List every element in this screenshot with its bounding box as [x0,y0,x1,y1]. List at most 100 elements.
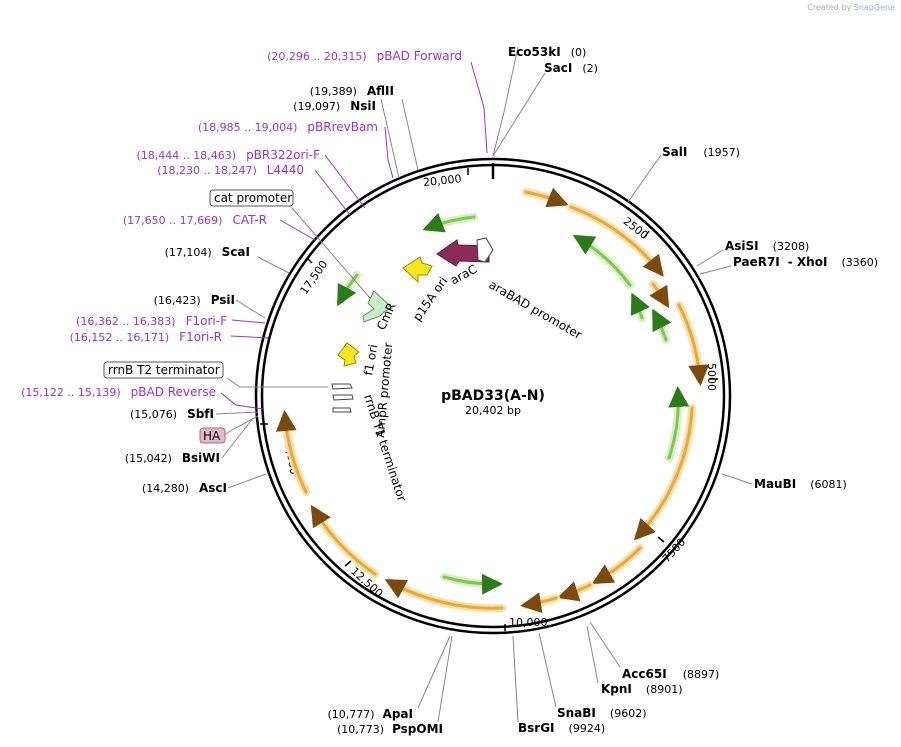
plasmid-length: 20,402 bp [465,404,521,417]
orf-arc[interactable] [677,303,710,386]
p15a-ori-arrow[interactable] [402,256,433,284]
credit-prefix: Created by [807,3,852,12]
rrnb-t2-terminator-box[interactable]: rrnB T2 terminator [103,361,224,379]
plasmid-name: pBAD33(A-N) [441,388,545,404]
enzyme-kpni[interactable]: KpnI(8901) [601,682,682,696]
enzyme-paer7i-xhoi[interactable]: PaeR7I- XhoI(3360) [733,255,878,269]
rrnb-t1-arrow[interactable] [332,407,352,413]
primer-position: (18,230 .. 18,247) [157,164,257,177]
enzyme-position: (2) [582,62,598,75]
enzyme-eco53ki[interactable]: Eco53kI(0) [508,45,586,59]
leader-line [512,635,519,723]
orf-arc[interactable] [520,592,558,614]
rrnb-t2-terminator-label: rrnB T2 terminator [108,363,220,377]
primer-position: (17,650 .. 17,669) [123,214,223,227]
enzyme-name: SalI [662,145,687,159]
enzyme-position: (15,076) [130,408,177,421]
enzyme-position: (17,104) [165,246,212,259]
enzyme-asci[interactable]: (14,280)AscI [142,481,227,495]
snapgene-logo-text: SnapGene [853,3,895,12]
green-arc[interactable] [422,212,476,233]
orf-arc[interactable] [591,546,642,584]
enzyme-name: PaeR7I [733,255,780,269]
enzyme-name: PspOMI [392,722,443,736]
primer-l4440[interactable]: (18,230 .. 18,247) L4440 [157,163,304,177]
green-arc[interactable] [337,273,359,307]
enzyme-apai[interactable]: (10,777) ApaI [327,707,413,721]
enzyme-position: (0) [571,46,587,59]
enzyme-position: (1957) [703,146,740,159]
leader-line [380,98,400,179]
enzyme-saci[interactable]: SacI(2) [544,61,598,75]
enzyme-position: (8897) [683,668,720,681]
enzyme-position: (3208) [773,240,810,253]
enzyme-snabi[interactable]: SnaBI(9602) [557,706,646,720]
orf-arc[interactable] [649,282,670,309]
enzyme-nsii[interactable]: (19,097) NsiI [293,99,376,113]
primer-pbrrevbam[interactable]: (18,985 .. 19,004)pBRrevBam [198,120,378,134]
cmr-arrow[interactable] [362,290,393,323]
enzyme-name: KpnI [601,682,632,696]
rrnb-t2b-arrow[interactable] [332,394,354,401]
orf-arc[interactable] [384,579,504,610]
enzyme-sali[interactable]: SalI (1957) [662,145,740,159]
orf-arc[interactable] [557,581,592,602]
primer-f1ori-r[interactable]: (16,152 .. 16,171)F1ori-R [70,330,222,344]
enzyme-acc65i[interactable]: Acc65I(8897) [622,667,719,681]
green-arc[interactable] [630,292,650,320]
green-features [336,212,690,595]
primer-name: F1ori-R [179,330,222,344]
green-arc[interactable] [442,573,503,595]
enzyme-scai[interactable]: (17,104) ScaI [165,245,250,259]
primer-leader [470,61,488,154]
primer-pbad-forward[interactable]: (20,296 .. 20,315)pBAD Forward [267,49,462,63]
green-arc[interactable] [652,308,672,342]
enzyme-position: (19,389) [310,85,357,98]
orf-arc[interactable] [569,205,664,277]
primer-leader [324,154,366,209]
leader-line [291,207,371,299]
primer-f1ori-f[interactable]: (16,362 .. 16,383)F1ori-F [76,314,227,328]
ha-tag-box[interactable]: HA [199,427,226,444]
rrnb-t2-arrow[interactable] [331,383,353,390]
orf-arc[interactable] [633,406,694,541]
enzyme-bsiwi[interactable]: (15,042)BsiWI [125,451,220,465]
enzyme-name: ScaI [222,245,250,259]
enzyme-name: NsiI [350,99,376,113]
primer-position: (20,296 .. 20,315) [267,50,367,63]
enzyme-name: AscI [199,481,227,495]
tick-label-10000: 10,000 [509,616,548,629]
cat-promoter-box[interactable]: cat promoter [209,189,294,207]
leader-line [257,256,290,274]
orf-arc[interactable] [310,504,377,576]
enzyme-position: (19,097) [293,100,340,113]
enzyme-psii[interactable]: (16,423)PsiI [154,293,235,307]
orf-halo [634,404,696,540]
tick-label-7500: 7500 [660,536,688,566]
enzyme-asisi[interactable]: AsiSI(3208) [725,239,809,253]
primer-pbr322ori-f[interactable]: (18,444 .. 18,463)pBR322ori-F [137,148,321,162]
enzyme-sbfi[interactable]: (15,076)SbfI [130,407,214,421]
orf-arc[interactable] [524,187,569,208]
enzyme-name: BsrGI [518,721,555,735]
enzyme-name: BsiWI [182,451,220,465]
enzyme-pspomi[interactable]: (10,773)PspOMI [337,722,443,736]
enzyme-position: (10,777) [327,708,374,721]
primer-cat-r[interactable]: (17,650 .. 17,669)CAT-R [123,213,267,227]
enzyme-maubi[interactable]: MauBI(6081) [754,477,847,491]
primer-leader [220,392,264,410]
primer-pbad-reverse[interactable]: (15,122 .. 15,139)pBAD Reverse [21,385,216,399]
leader-line [226,377,328,388]
orf-arc[interactable] [275,410,308,494]
arabad-promoter-arrow[interactable] [476,237,494,263]
primer-name: L4440 [267,163,304,177]
cat-promoter-label: cat promoter [214,191,292,205]
orf-halo [675,301,704,384]
f1-ori-arrow[interactable] [337,342,360,367]
enzyme-bsrgi[interactable]: BsrGI(9924) [518,721,605,735]
enzyme-aflii[interactable]: (19,389)AflII [310,84,394,98]
green-arc[interactable] [572,234,632,287]
green-arc[interactable] [667,386,690,460]
primer-leader [230,335,269,339]
enzyme-name: ApaI [383,707,413,721]
